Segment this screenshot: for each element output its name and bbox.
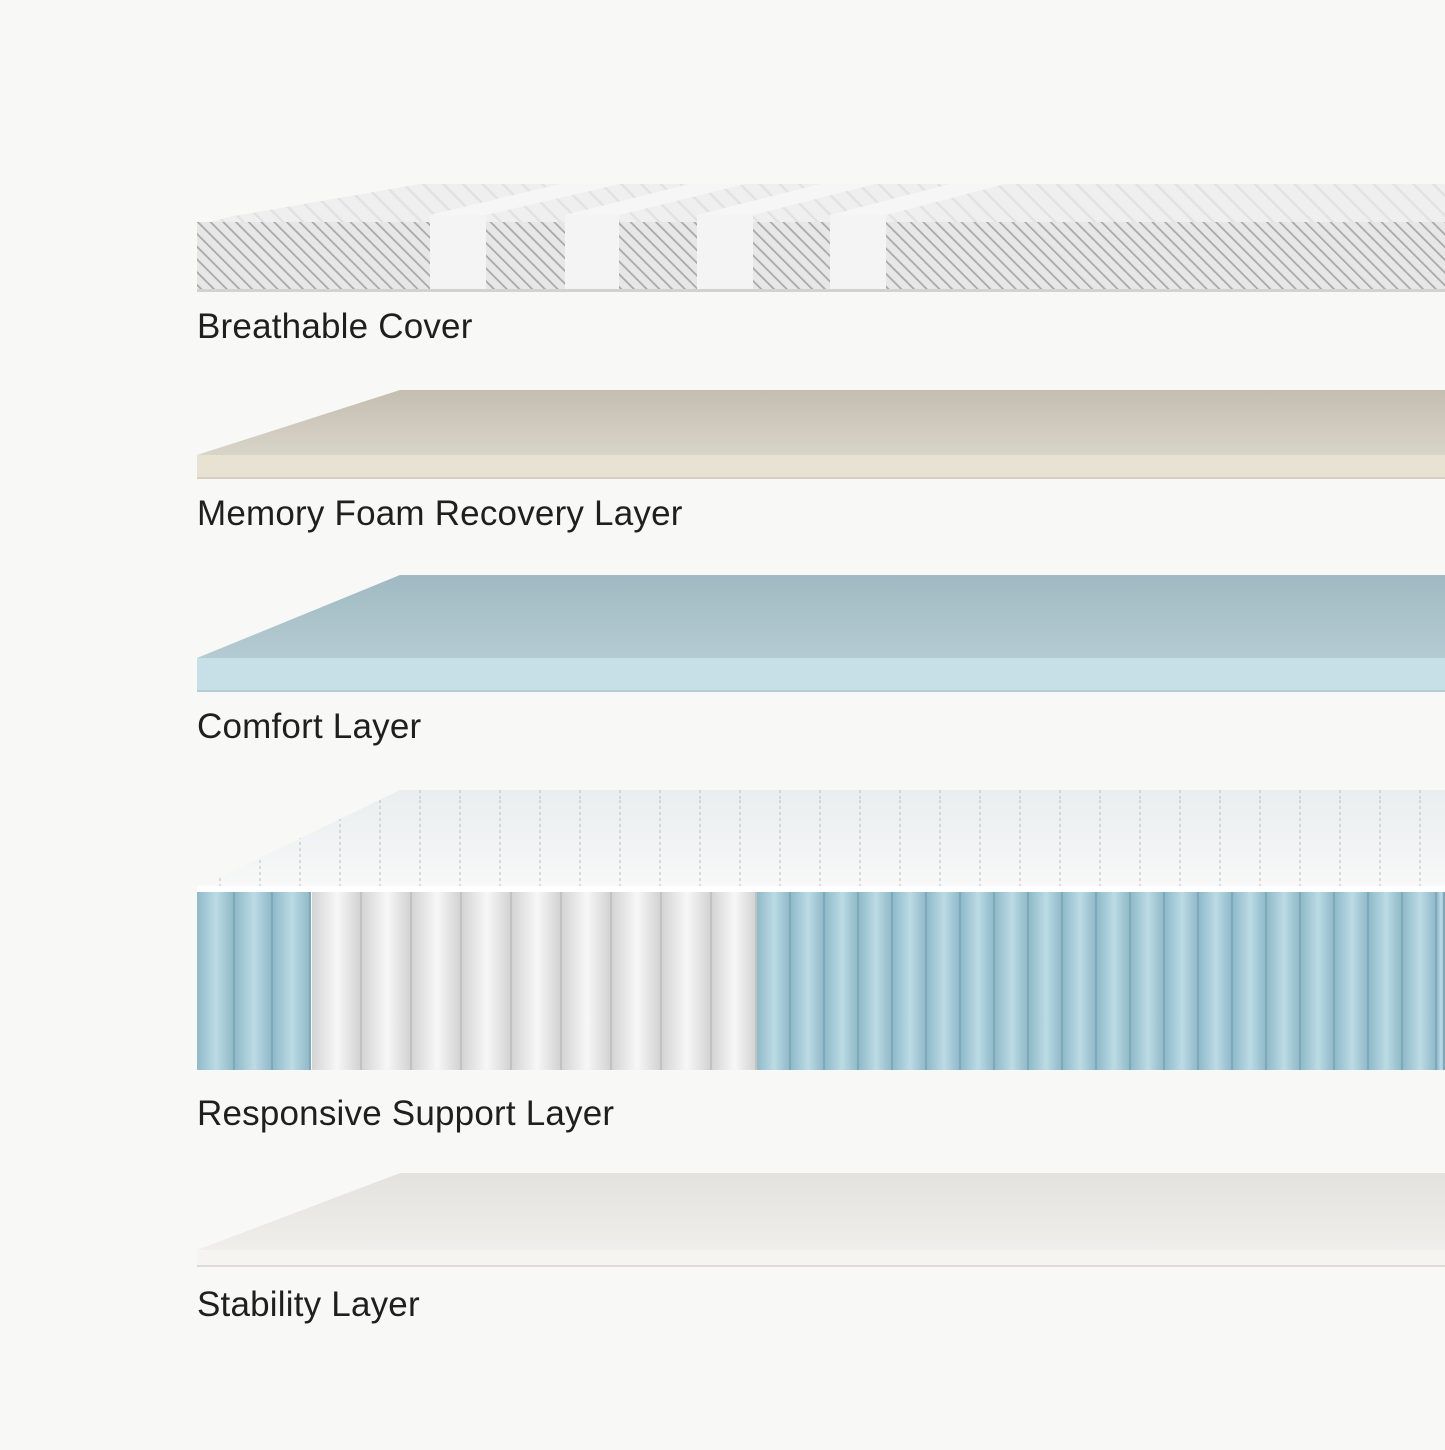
pocket-coil bbox=[757, 892, 791, 1070]
pocket-coil bbox=[1403, 892, 1437, 1070]
pocket-coil bbox=[1301, 892, 1335, 1070]
layer-label-memory-foam: Memory Foam Recovery Layer bbox=[197, 494, 683, 533]
pocket-coil bbox=[462, 892, 512, 1070]
pocket-coil bbox=[235, 892, 273, 1070]
pocket-coil bbox=[893, 892, 927, 1070]
stability-base-layer bbox=[197, 1173, 1445, 1267]
knit-cover-layer bbox=[197, 184, 1445, 292]
pocket-coil bbox=[791, 892, 825, 1070]
pocket-coil bbox=[1233, 892, 1267, 1070]
pocket-coil bbox=[1267, 892, 1301, 1070]
pocket-coil bbox=[1437, 892, 1445, 1070]
pocket-coil bbox=[1199, 892, 1233, 1070]
pocket-coil-layer bbox=[197, 790, 1445, 1070]
pocket-coil bbox=[825, 892, 859, 1070]
pocket-coil bbox=[273, 892, 311, 1070]
pocket-coil bbox=[712, 892, 757, 1070]
pocket-coil bbox=[512, 892, 562, 1070]
layer-label-breathable-cover: Breathable Cover bbox=[197, 307, 473, 346]
pocket-coil bbox=[662, 892, 712, 1070]
pocket-coil bbox=[1165, 892, 1199, 1070]
pocket-coil bbox=[995, 892, 1029, 1070]
layer-label-responsive-support: Responsive Support Layer bbox=[197, 1094, 615, 1133]
pocket-coil bbox=[961, 892, 995, 1070]
pocket-coil bbox=[197, 892, 235, 1070]
pocket-coil bbox=[1063, 892, 1097, 1070]
pocket-coil bbox=[1029, 892, 1063, 1070]
pocket-coil bbox=[927, 892, 961, 1070]
pocket-coil bbox=[312, 892, 362, 1070]
pocket-coil bbox=[1369, 892, 1403, 1070]
pocket-coil bbox=[612, 892, 662, 1070]
pocket-coil bbox=[1131, 892, 1165, 1070]
layer-label-stability: Stability Layer bbox=[197, 1285, 420, 1324]
memory-foam-layer bbox=[197, 390, 1445, 479]
pocket-coil bbox=[859, 892, 893, 1070]
pocket-coil bbox=[362, 892, 412, 1070]
layer-label-comfort: Comfort Layer bbox=[197, 707, 422, 746]
pocket-coil bbox=[1335, 892, 1369, 1070]
pocket-coil bbox=[562, 892, 612, 1070]
pocket-coil bbox=[1097, 892, 1131, 1070]
comfort-foam-layer bbox=[197, 575, 1445, 692]
pocket-coil bbox=[412, 892, 462, 1070]
